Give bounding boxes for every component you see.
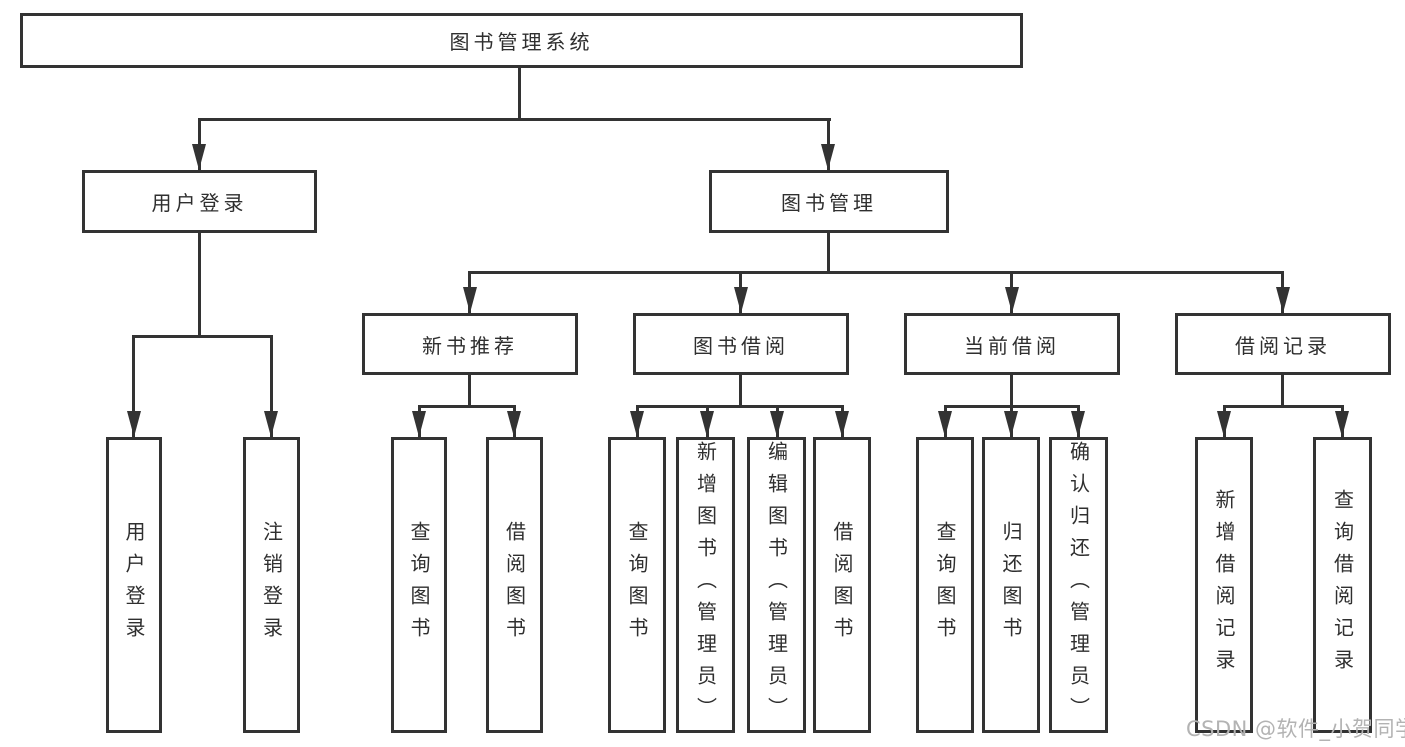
connector-root-stub	[518, 68, 521, 118]
arrowhead-icon	[938, 411, 952, 437]
leaf-label: 用户登录	[122, 521, 146, 649]
leaf-newbook-query-books: 查询图书	[391, 437, 447, 733]
arrowhead-icon	[1005, 287, 1019, 313]
connector-records-hline	[1223, 405, 1344, 408]
leaf-borrow-query-books: 查询图书	[608, 437, 666, 733]
arrowhead-icon	[835, 411, 849, 437]
csdn-watermark: CSDN @软件_小贺同学	[1186, 717, 1405, 741]
connector-newbook-stub	[468, 375, 471, 405]
leaf-label: 新增借阅记录	[1212, 489, 1236, 681]
leaf-records-add-record: 新增借阅记录	[1195, 437, 1253, 733]
connector-bookborrow-stub	[739, 375, 742, 405]
leaf-user-login: 用户登录	[106, 437, 162, 733]
leaf-records-query-record: 查询借阅记录	[1313, 437, 1372, 733]
connector-userlogin-shaft-1	[132, 335, 135, 437]
leaf-label: 借阅图书	[830, 521, 854, 649]
leaf-label: 确认归还（管理员）	[1066, 441, 1091, 729]
leaf-newbook-borrow-books: 借阅图书	[486, 437, 543, 733]
connector-bookborrow-hline	[636, 405, 844, 408]
connector-userlogin-shaft-2	[270, 335, 273, 437]
arrowhead-icon	[734, 287, 748, 313]
node-new-book-recommend: 新书推荐	[362, 313, 578, 375]
leaf-label: 注销登录	[259, 521, 284, 649]
arrowhead-icon	[770, 411, 784, 437]
leaf-label: 查询图书	[933, 521, 957, 649]
leaf-label: 编辑图书（管理员）	[764, 441, 789, 729]
arrowhead-icon	[1276, 287, 1290, 313]
node-current-borrow: 当前借阅	[904, 313, 1120, 375]
leaf-label: 新增图书（管理员）	[693, 441, 718, 729]
node-borrow-records: 借阅记录	[1175, 313, 1391, 375]
arrowhead-icon	[264, 411, 278, 437]
arrowhead-icon	[630, 411, 644, 437]
connector-currentborrow-stub	[1010, 375, 1013, 405]
node-book-borrow: 图书借阅	[633, 313, 849, 375]
node-user-login: 用户登录	[82, 170, 317, 233]
arrowhead-icon	[412, 411, 426, 437]
leaf-borrow-edit-books-admin: 编辑图书（管理员）	[747, 437, 806, 733]
connector-bookmgmt-stub	[827, 233, 830, 271]
leaf-label: 查询图书	[625, 521, 649, 649]
leaf-current-confirm-return-admin: 确认归还（管理员）	[1049, 437, 1108, 733]
arrowhead-icon	[1335, 411, 1349, 437]
leaf-borrow-borrow-books: 借阅图书	[813, 437, 871, 733]
node-book-management: 图书管理	[709, 170, 949, 233]
arrowhead-icon	[507, 411, 521, 437]
leaf-current-query-books: 查询图书	[916, 437, 974, 733]
connector-newbook-hline	[418, 405, 516, 408]
arrowhead-icon	[1071, 411, 1085, 437]
node-library-system: 图书管理系统	[20, 13, 1023, 68]
arrowhead-icon	[463, 287, 477, 313]
leaf-logout: 注销登录	[243, 437, 300, 733]
connector-userlogin-stub	[198, 233, 201, 335]
arrowhead-icon	[1217, 411, 1231, 437]
leaf-borrow-add-books-admin: 新增图书（管理员）	[676, 437, 735, 733]
arrowhead-icon	[1004, 411, 1018, 437]
arrowhead-icon	[700, 411, 714, 437]
connector-records-stub	[1281, 375, 1284, 405]
leaf-label: 查询图书	[407, 521, 431, 649]
leaf-label: 借阅图书	[502, 521, 527, 649]
connector-l2-hline	[468, 271, 1284, 274]
arrowhead-icon	[127, 411, 141, 437]
arrowhead-icon	[192, 144, 206, 170]
arrowhead-icon	[821, 144, 835, 170]
leaf-current-return-books: 归还图书	[982, 437, 1040, 733]
connector-userlogin-hline	[132, 335, 273, 338]
connector-l1-hline	[198, 118, 831, 121]
leaf-label: 查询借阅记录	[1330, 489, 1355, 681]
leaf-label: 归还图书	[999, 521, 1023, 649]
